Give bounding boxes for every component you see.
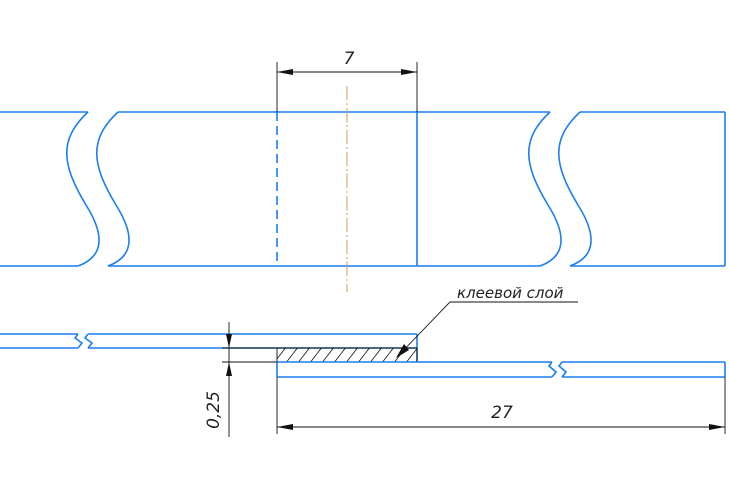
- top-view-right-break-line-1: [528, 111, 562, 267]
- arrowhead-thickness-top: [226, 334, 232, 348]
- top-view-right-break-line-2: [558, 111, 592, 267]
- dimension-text-thickness: 0,25: [204, 391, 224, 429]
- arrowhead-left: [277, 69, 293, 75]
- arrowhead-thickness-bottom: [226, 362, 232, 376]
- dimension-total-length: 27: [276, 377, 726, 434]
- dimension-adhesive-thickness: 0,25: [204, 322, 277, 437]
- top-view: 7: [0, 49, 726, 292]
- top-view-left-break-line-1: [66, 111, 100, 267]
- leader-arrowhead: [396, 344, 409, 358]
- dimension-text-length: 27: [491, 403, 513, 423]
- upper-strip-break-1: [73, 333, 84, 349]
- lower-strip-break-2: [557, 361, 568, 378]
- arrowhead-length-right: [709, 424, 725, 430]
- adhesive-layer-leader: клеевой слой: [396, 284, 578, 358]
- leader-line: [397, 301, 578, 357]
- leader-note-text: клеевой слой: [457, 284, 564, 302]
- dimension-text-overlap: 7: [344, 49, 355, 69]
- top-view-left-break-line-2: [96, 111, 130, 267]
- section-view: клеевой слой 0,25 27: [0, 284, 726, 437]
- upper-strip-break-2: [83, 333, 94, 349]
- arrowhead-length-left: [277, 424, 293, 430]
- dimension-overlap: 7: [276, 49, 418, 112]
- lower-strip-break-1: [547, 361, 558, 378]
- arrowhead-right: [401, 69, 417, 75]
